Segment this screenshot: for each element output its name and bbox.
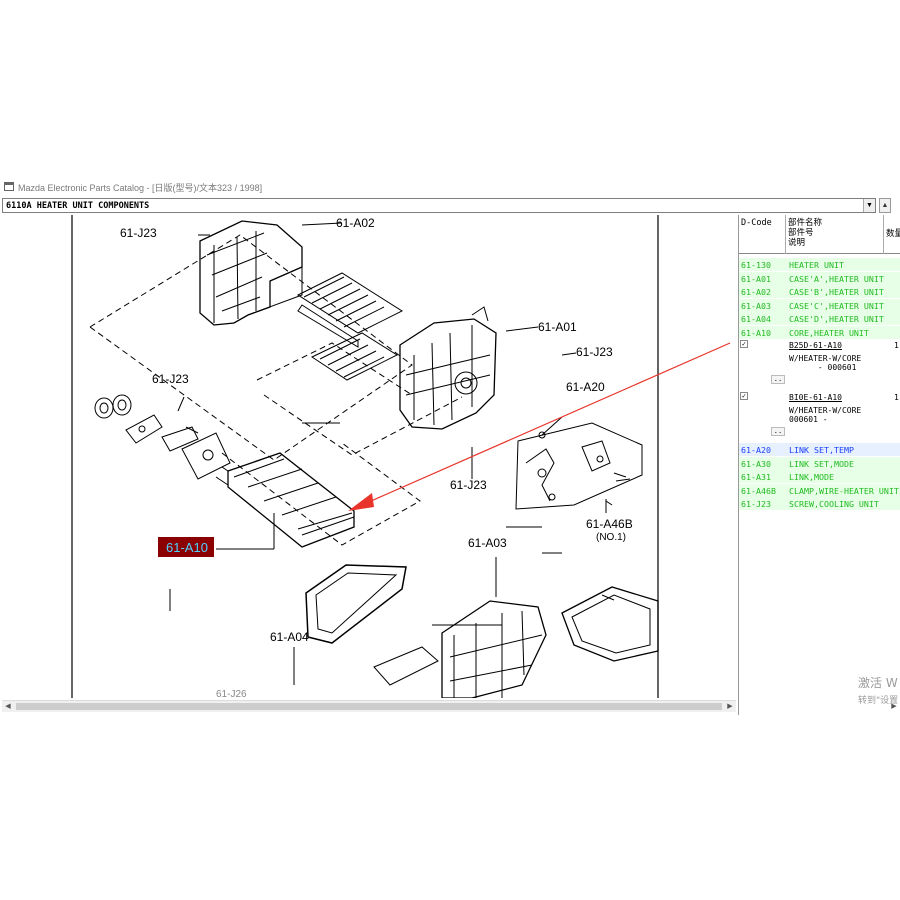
part-desc-range: 000601 - [789, 415, 828, 424]
part-row[interactable]: 61-A46B CLAMP,WIRE-HEATER UNIT [739, 483, 900, 497]
title-bar: Mazda Electronic Parts Catalog - [日版(型号)… [0, 178, 900, 196]
part-code: 61-J23 [741, 499, 771, 509]
part-qty: 1 [894, 341, 899, 350]
pointer-arrow-head [348, 493, 374, 511]
callout-61-a01: 61-A01 [538, 320, 577, 334]
callout-61-a10-highlight [158, 537, 214, 557]
part-name: CORE,HEATER UNIT [789, 327, 869, 338]
part-row[interactable]: 61-A01 CASE'A',HEATER UNIT [739, 271, 900, 285]
callout-61-a10: 61-A10 [166, 540, 208, 555]
callout-61-a04: 61-A04 [270, 630, 309, 644]
part-code: 61-A04 [741, 314, 771, 324]
activation-watermark: 激活 W 转到"设置 [858, 674, 898, 706]
header-part-name[interactable]: 部件名称 部件号 说明 [786, 215, 884, 254]
callout-61-j26-partial: 61-J26 [216, 689, 247, 698]
part-number-row[interactable]: ✓ B25D-61-A10 1 W/HEATER-W/CORE - 000601… [739, 339, 900, 391]
part-row[interactable]: 61-A03 CASE'C',HEATER UNIT [739, 298, 900, 312]
callout-61-a46b: 61-A46B [586, 517, 633, 531]
parts-list-pane: D-Code 部件名称 部件号 说明 数量 61-130 HEATER UNIT… [738, 215, 900, 715]
catalog-window: Mazda Electronic Parts Catalog - [日版(型号)… [0, 178, 900, 718]
part-code: 61-A30 [741, 458, 771, 469]
part-code: 61-130 [741, 260, 771, 270]
parts-table-header: D-Code 部件名称 部件号 说明 数量 [739, 215, 900, 254]
part-row[interactable]: 61-A20 LINK SET,TEMP [739, 443, 900, 457]
part-code: 61-A01 [741, 273, 771, 284]
scroll-right-icon[interactable]: ▶ [727, 703, 733, 710]
part-name: SCREW,COOLING UNIT [789, 499, 879, 509]
header-name-line2: 部件号 [788, 228, 814, 238]
header-dcode[interactable]: D-Code [739, 215, 786, 254]
part-name: CASE'D',HEATER UNIT [789, 314, 884, 324]
part-name: HEATER UNIT [789, 260, 844, 270]
part-name: LINK,MODE [789, 472, 834, 482]
callout-61-a03: 61-A03 [468, 536, 507, 550]
part-name: LINK SET,MODE [789, 458, 854, 469]
part-row[interactable]: 61-J23 SCREW,COOLING UNIT [739, 497, 900, 511]
callout-61-a02: 61-A02 [336, 216, 375, 230]
part-code: 61-A02 [741, 287, 771, 297]
scroll-corner-icon[interactable]: ▶ [891, 703, 897, 710]
part-code: 61-A10 [741, 327, 771, 338]
part-name: CASE'C',HEATER UNIT [789, 300, 884, 311]
window-title: Mazda Electronic Parts Catalog - [日版(型号)… [18, 183, 263, 193]
exploded-diagram: 61-J23 61-A02 61-A01 61-J23 61-J23 61-A2… [71, 215, 731, 698]
part-row[interactable]: 61-A30 LINK SET,MODE [739, 456, 900, 470]
more-button[interactable]: .. [771, 427, 785, 436]
part-qty: 1 [894, 393, 899, 402]
header-name-line1: 部件名称 [788, 218, 823, 228]
part-row[interactable]: 61-A10 CORE,HEATER UNIT [739, 325, 900, 339]
part-row[interactable]: 61-A04 CASE'D',HEATER UNIT [739, 312, 900, 326]
group-selector[interactable]: 6110A HEATER UNIT COMPONENTS ▼ [2, 198, 876, 213]
select-checkbox[interactable]: ✓ [740, 392, 748, 400]
callout-61-a20: 61-A20 [566, 380, 605, 394]
part-row[interactable]: 61-A02 CASE'B',HEATER UNIT [739, 285, 900, 299]
callout-61-j23-top: 61-J23 [120, 226, 157, 240]
header-qty[interactable]: 数量 [884, 215, 900, 254]
callout-no1: (NO.1) [596, 532, 626, 543]
part-name: LINK SET,TEMP [789, 445, 854, 455]
callout-61-j23-mid: 61-J23 [450, 478, 487, 492]
part-number-row[interactable]: ✓ BI0E-61-A10 1 W/HEATER-W/CORE 000601 -… [739, 391, 900, 443]
header-name-line3: 说明 [788, 238, 806, 248]
scroll-up-button[interactable]: ▲ [879, 198, 891, 213]
watermark-line1: 激活 W [858, 676, 898, 690]
part-name: CLAMP,WIRE-HEATER UNIT [789, 485, 899, 496]
part-number-link[interactable]: BI0E-61-A10 [789, 393, 842, 402]
callout-61-j23-left: 61-J23 [152, 372, 189, 386]
more-button[interactable]: .. [771, 375, 785, 384]
part-desc: W/HEATER-W/CORE [789, 354, 862, 363]
part-number-link[interactable]: B25D-61-A10 [789, 341, 842, 350]
select-checkbox[interactable]: ✓ [740, 340, 748, 348]
part-code: 61-A20 [741, 445, 771, 455]
part-row[interactable]: 61-A31 LINK,MODE [739, 470, 900, 484]
chevron-down-icon[interactable]: ▼ [863, 199, 875, 212]
app-icon [4, 182, 14, 191]
part-row[interactable]: 61-130 HEATER UNIT [739, 258, 900, 272]
scroll-left-icon[interactable]: ◀ [5, 703, 11, 710]
part-code: 61-A03 [741, 300, 771, 311]
part-code: 61-A31 [741, 472, 771, 482]
watermark-line2: 转到"设置 [858, 696, 899, 706]
part-code: 61-A46B [741, 485, 776, 496]
part-name: CASE'B',HEATER UNIT [789, 287, 884, 297]
illustration-pane[interactable]: 61-J23 61-A02 61-A01 61-J23 61-J23 61-A2… [2, 215, 736, 698]
scrollbar-thumb[interactable] [16, 703, 722, 710]
group-selector-value: 6110A HEATER UNIT COMPONENTS [6, 201, 150, 211]
part-desc-range: - 000601 [789, 363, 857, 372]
pointer-arrow-line [361, 342, 731, 506]
part-desc: W/HEATER-W/CORE [789, 406, 862, 415]
callout-61-j23-right: 61-J23 [576, 345, 613, 359]
part-name: CASE'A',HEATER UNIT [789, 273, 884, 284]
horizontal-scrollbar[interactable]: ◀ ▶ [2, 700, 736, 712]
